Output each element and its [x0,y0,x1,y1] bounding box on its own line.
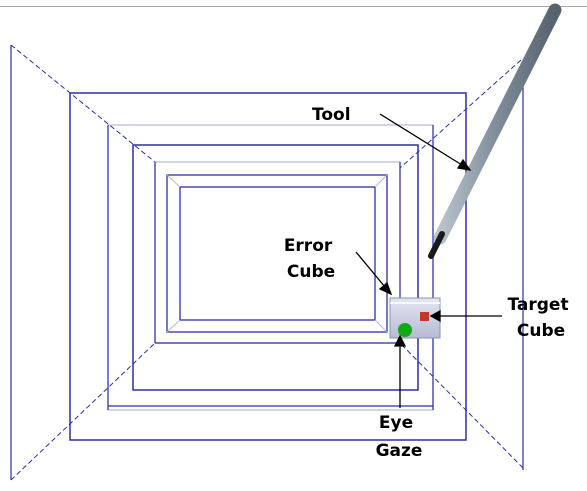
tool-shaft [433,3,562,245]
perspective-diagonals [10,44,524,481]
frame-inner-bevel [166,174,388,333]
error-cube [389,297,441,339]
frame-4 [132,144,419,391]
tool-tip [428,231,445,259]
eye-gaze-dot [398,323,412,337]
target-cube-label: Target Cube [507,295,574,341]
outer-frame [10,45,524,480]
frame-inner [179,186,376,321]
tool-arrow [379,113,463,166]
tool [428,3,562,259]
frame-3-edge [107,124,434,411]
annotation-arrows [355,113,502,408]
error-cube-label: Error Cube [284,236,338,282]
eye-gaze-label: Eye Gaze [376,413,423,461]
frame-inner-outer [166,174,388,333]
frame-5-edge [154,161,401,344]
target-cube [420,312,429,321]
frame-2 [69,92,467,441]
tool-label: Tool [312,105,351,125]
error-cube-arrow [355,251,386,288]
